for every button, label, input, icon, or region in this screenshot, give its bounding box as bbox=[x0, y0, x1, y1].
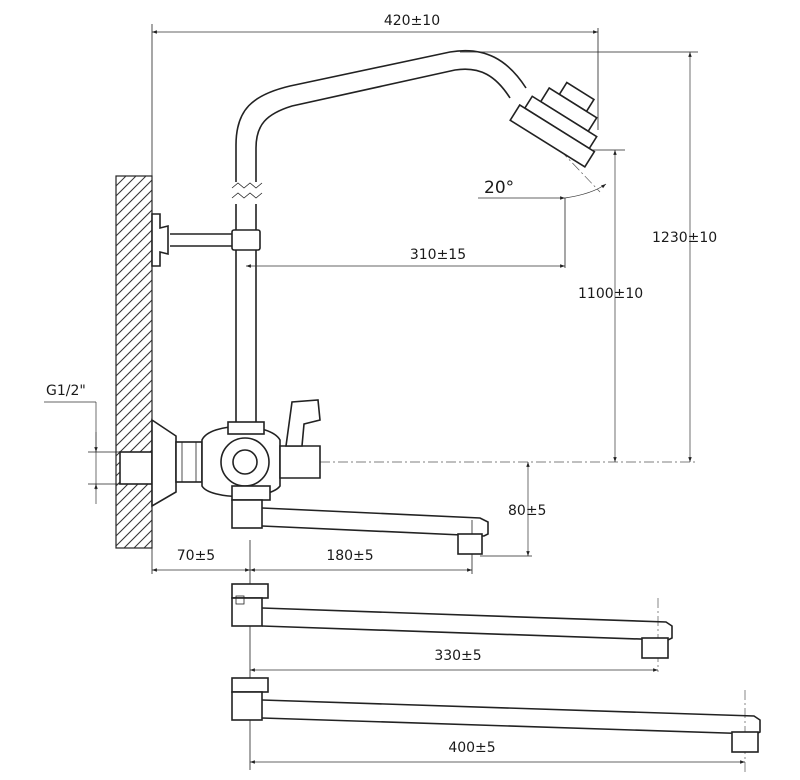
wall-hatch-stroke bbox=[116, 219, 152, 257]
shower-rod bbox=[231, 204, 261, 425]
wall-hatch-stroke bbox=[116, 209, 152, 247]
shower-head bbox=[509, 81, 598, 168]
wall-hatch-stroke bbox=[116, 176, 127, 187]
wall-hatch-stroke bbox=[116, 389, 152, 427]
wall-hatch-stroke bbox=[133, 529, 152, 548]
wall-hatch-stroke bbox=[116, 419, 152, 457]
wall-hatch-stroke bbox=[116, 479, 152, 517]
dim-rod-height: 1100±10 bbox=[578, 286, 643, 302]
dim-bracket-to-shower: 310±15 bbox=[410, 247, 466, 263]
wall-hatch-stroke bbox=[116, 570, 152, 606]
dimension-labels: 420±10 310±15 20° 1230±10 1100±10 G1/2" … bbox=[46, 13, 717, 756]
dim-spout-medium: 330±5 bbox=[434, 648, 481, 664]
wall-hatch-stroke bbox=[116, 199, 152, 237]
dim-thread: G1/2" bbox=[46, 383, 86, 399]
wall-hatch-stroke bbox=[116, 379, 152, 417]
dim-spout-short: 180±5 bbox=[326, 548, 373, 564]
wall-hatching bbox=[115, 175, 153, 606]
wall-hatch-stroke bbox=[116, 259, 152, 297]
wall-hatch-stroke bbox=[116, 289, 152, 327]
wall-hatch-stroke bbox=[116, 189, 152, 227]
shower-arm bbox=[231, 49, 527, 199]
dim-spout-long: 400±5 bbox=[448, 740, 495, 756]
wall-hatch-stroke bbox=[116, 279, 152, 317]
spout-long bbox=[231, 677, 761, 753]
wall-hatch-stroke bbox=[116, 339, 152, 377]
wall-hatch-stroke bbox=[116, 399, 152, 437]
wall-hatch-stroke bbox=[116, 269, 152, 307]
wall-bracket bbox=[151, 213, 232, 267]
wall-hatch-stroke bbox=[116, 229, 152, 267]
spout-medium bbox=[231, 583, 673, 659]
spout-short bbox=[261, 507, 489, 555]
mixer-body bbox=[119, 399, 321, 529]
wall-hatch-stroke bbox=[116, 319, 152, 357]
wall-hatch-stroke bbox=[116, 176, 147, 207]
wall-hatch-stroke bbox=[116, 176, 137, 197]
wall-hatch-stroke bbox=[116, 560, 152, 596]
wall-hatch-stroke bbox=[123, 519, 152, 548]
dim-total-reach: 420±10 bbox=[384, 13, 440, 29]
dim-total-height: 1230±10 bbox=[652, 230, 717, 246]
wall-hatch-stroke bbox=[116, 299, 152, 337]
wall-hatch-stroke bbox=[116, 249, 152, 287]
wall-hatch-stroke bbox=[116, 499, 152, 537]
wall-hatch-stroke bbox=[116, 489, 152, 527]
wall-hatch-stroke bbox=[116, 550, 152, 586]
dim-wall-offset: 70±5 bbox=[177, 548, 215, 564]
wall-hatch-stroke bbox=[116, 239, 152, 277]
wall-hatch-stroke bbox=[116, 409, 152, 447]
wall-hatch-stroke bbox=[116, 509, 152, 547]
wall-hatch-stroke bbox=[116, 369, 152, 407]
wall-hatch-stroke bbox=[116, 349, 152, 387]
wall-hatch-stroke bbox=[116, 359, 152, 397]
dim-spout-drop: 80±5 bbox=[508, 503, 546, 519]
wall-hatch-stroke bbox=[116, 309, 152, 347]
wall-hatch-stroke bbox=[143, 539, 152, 548]
dimension-lines bbox=[44, 30, 745, 764]
wall-hatch-stroke bbox=[116, 329, 152, 367]
wall-hatch-stroke bbox=[116, 179, 152, 217]
dim-shower-angle: 20° bbox=[484, 178, 514, 198]
